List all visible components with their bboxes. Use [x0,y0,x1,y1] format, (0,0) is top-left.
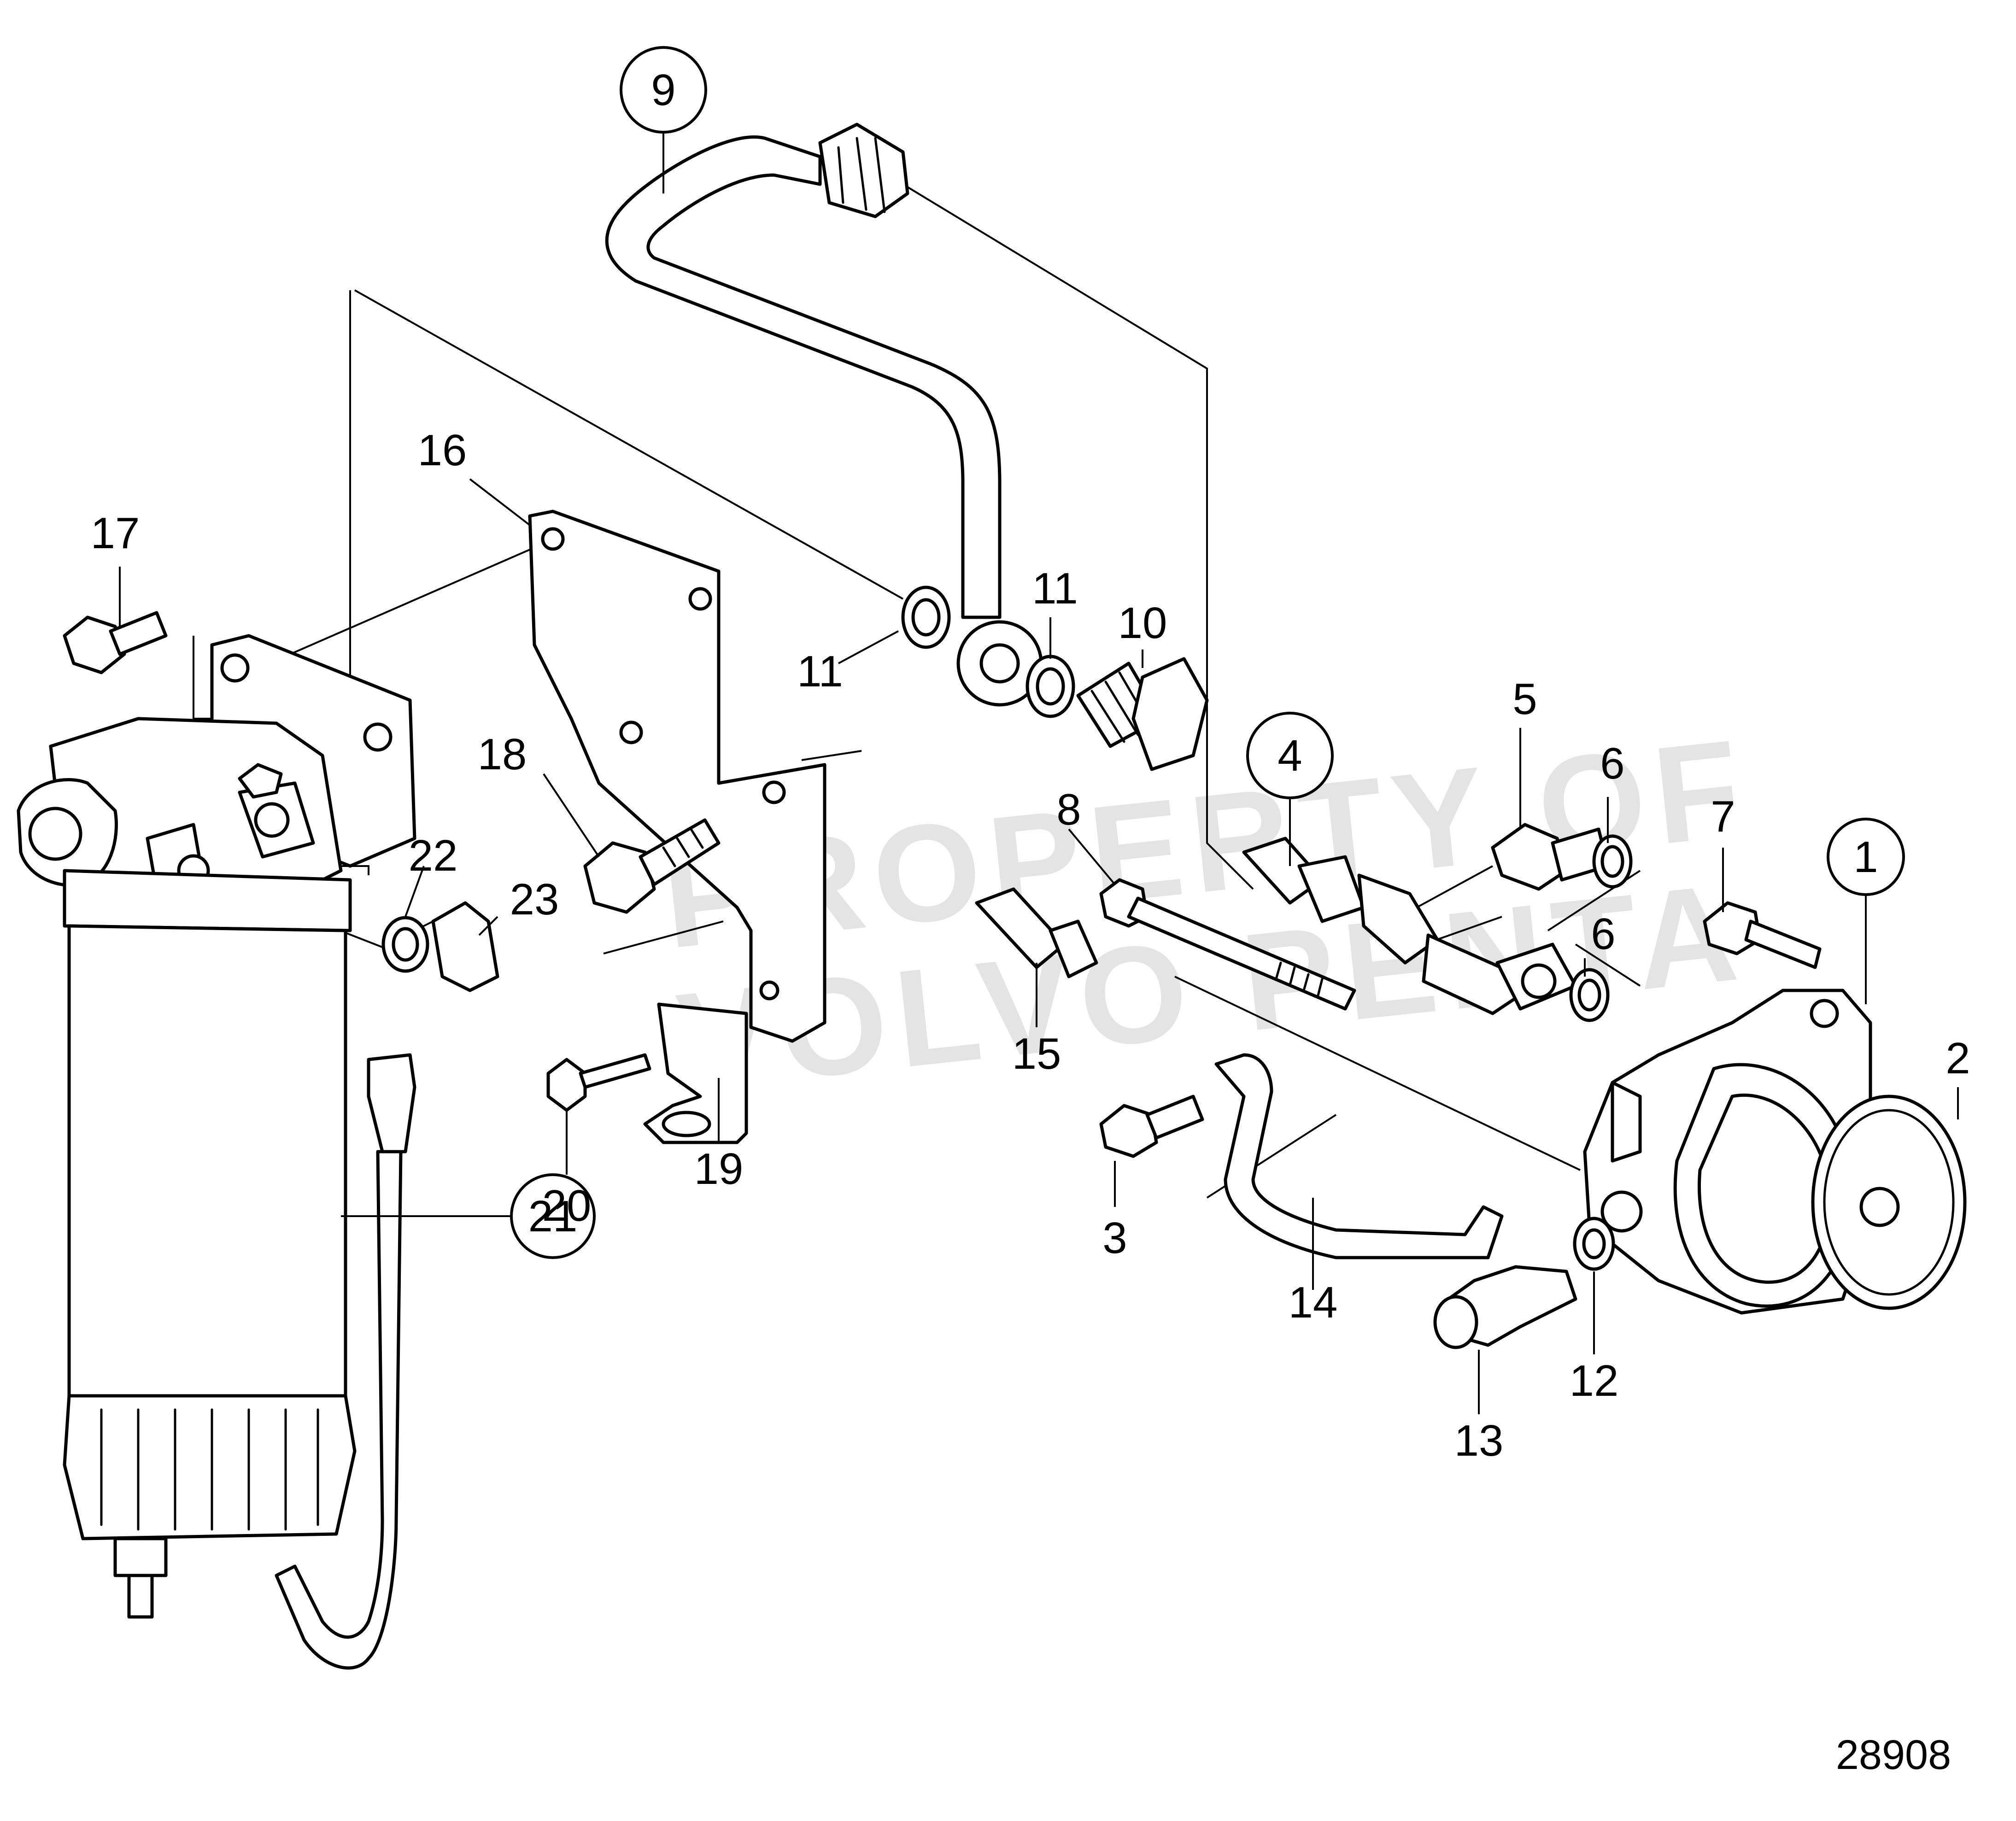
nipple-13 [1433,1265,1577,1349]
fuel-filter-assembly [17,634,416,1619]
washer-6-lower [1569,968,1610,1022]
callout-3: 3 [1102,1213,1127,1263]
banjo-bolt-5 [1491,823,1610,891]
callout-6-lower: 6 [1591,909,1615,959]
callout-4: 4 [1278,731,1302,780]
callout-8: 8 [1056,785,1081,834]
callout-20: 20 [542,1181,592,1230]
bracket-16 [528,509,826,1043]
diagram-reference-number: 28908 [1836,1732,1951,1778]
fuel-pipe-9 [605,123,1043,707]
bolt-7 [1703,901,1822,969]
callout-13: 13 [1454,1416,1504,1465]
callout-11-right: 11 [1032,564,1078,613]
callout-12: 12 [1570,1356,1619,1405]
o-ring-2 [1811,1095,1967,1310]
callout-1: 1 [1853,832,1878,882]
callout-19: 19 [694,1144,744,1194]
callout-23: 23 [510,875,559,924]
sensor-cable-21 [275,1053,416,1670]
plug-23 [431,901,499,992]
washer-22 [381,916,429,973]
banjo-bolt-10 [1076,657,1209,771]
callout-leaders [119,120,1959,1414]
callout-10: 10 [1118,598,1167,648]
callout-6-upper: 6 [1600,739,1624,788]
bracket-19 [643,1002,748,1144]
callout-16: 16 [418,426,467,475]
screw-20 [546,1053,651,1112]
callout-5: 5 [1512,674,1537,724]
callout-rings [510,46,1905,1259]
fuel-return-pipe-14 [1214,1053,1504,1259]
callout-14: 14 [1289,1278,1338,1327]
fuel-pipe-4 [1242,837,1577,1015]
fuel-pump-1 [1583,989,1872,1315]
callout-7: 7 [1711,792,1735,841]
callout-18: 18 [478,730,527,779]
callout-21: 21 [528,1192,578,1241]
bolt-18 [583,818,721,914]
bolt-3 [1099,1095,1204,1158]
washer-12 [1573,1217,1615,1271]
washer-6-upper [1592,834,1633,889]
washer-11-right [1026,655,1075,718]
callout-22: 22 [409,831,458,880]
callout-11-left: 11 [797,647,843,696]
callout-15: 15 [1012,1029,1061,1078]
bolt-17 [63,611,168,674]
callout-9: 9 [651,65,675,115]
long-bolt-8 [1099,878,1356,1011]
callout-2: 2 [1946,1034,1970,1083]
washer-11-left [901,586,951,649]
callout-labels: 1 2 3 4 5 6 6 7 8 9 10 11 11 12 13 14 15… [91,65,1970,1465]
connector-15 [975,887,1098,978]
callout-17: 17 [91,509,140,558]
